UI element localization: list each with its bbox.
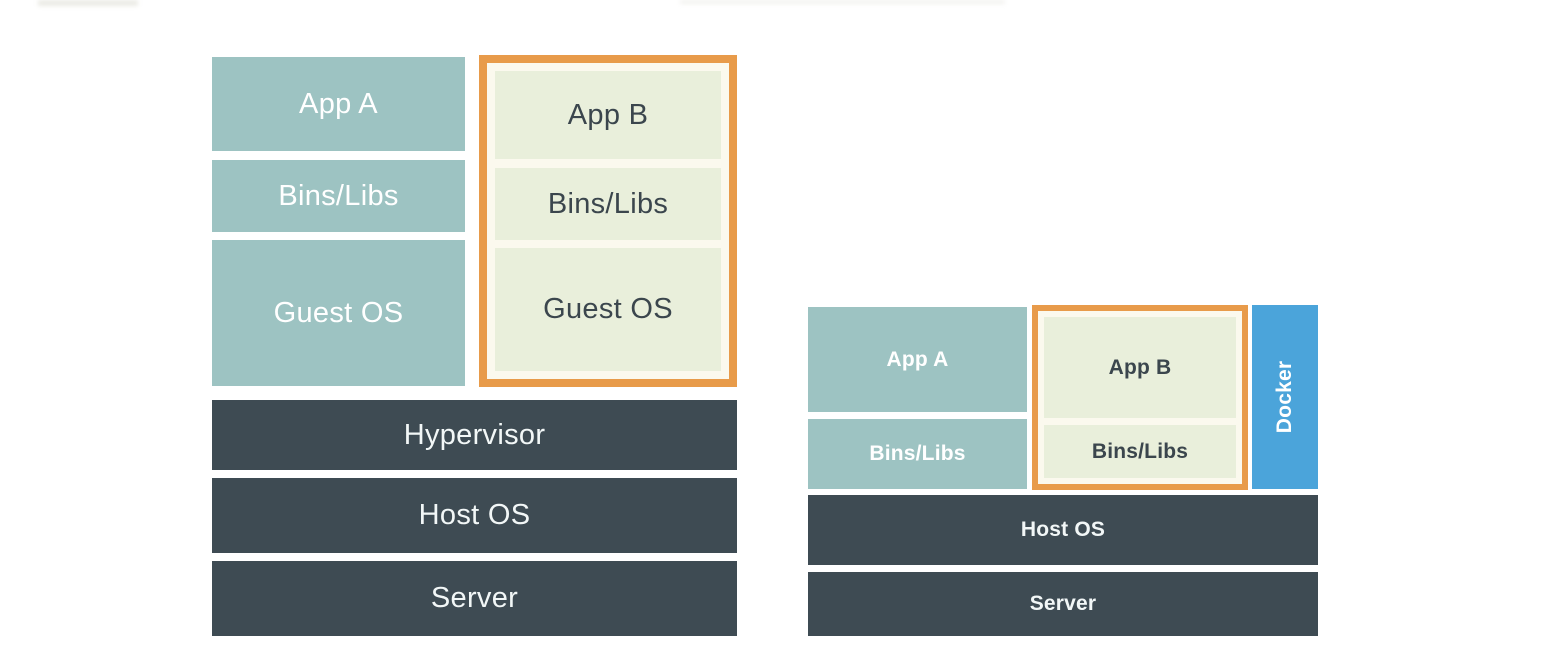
docker-label: Docker — [1273, 360, 1296, 434]
docker-engine-layer: Docker — [1252, 305, 1318, 489]
hypervisor-label: Hypervisor — [403, 418, 546, 451]
vm-b-bins-libs-layer: Bins/Libs — [495, 168, 721, 240]
container-b-bins-libs-layer: Bins/Libs — [1044, 425, 1236, 478]
vm-host-os-layer: Host OS — [212, 478, 737, 553]
container-a-bins-libs-label: Bins/Libs — [869, 442, 966, 465]
vm-server-layer: Server — [212, 561, 737, 636]
hypervisor-layer: Hypervisor — [212, 400, 737, 470]
vm-a-guest-os-label: Guest OS — [273, 296, 404, 329]
docker-server-layer: Server — [808, 572, 1318, 636]
docker-host-os-layer: Host OS — [808, 495, 1318, 565]
vm-server-label: Server — [430, 582, 519, 614]
docker-host-os-label: Host OS — [1020, 518, 1106, 541]
vm-b-guest-os-label: Guest OS — [543, 293, 673, 325]
vm-b-guest-os-layer: Guest OS — [495, 248, 721, 371]
vm-a-guest-os-layer: Guest OS — [212, 240, 465, 386]
container-a-app-label: App A — [886, 347, 949, 371]
vm-b-app-layer: App B — [495, 71, 721, 159]
docker-server-label: Server — [1029, 592, 1097, 615]
container-b-app-label: App B — [1108, 355, 1172, 379]
container-a-bins-libs-layer: Bins/Libs — [808, 419, 1027, 489]
cropped-text-artifact — [38, 0, 138, 6]
container-a-app-layer: App A — [808, 307, 1027, 412]
container-b-bins-libs-label: Bins/Libs — [1091, 439, 1189, 463]
vm-a-app-layer: App A — [212, 57, 465, 151]
vm-a-bins-libs-layer: Bins/Libs — [212, 160, 465, 232]
container-b-highlight-box: App B Bins/Libs — [1032, 305, 1248, 490]
vm-a-bins-libs-label: Bins/Libs — [278, 179, 399, 212]
vm-b-app-label: App B — [567, 98, 649, 131]
vm-b-highlight-box: App B Bins/Libs Guest OS — [479, 55, 737, 387]
vm-host-os-label: Host OS — [418, 499, 531, 531]
container-b-app-layer: App B — [1044, 317, 1236, 418]
vm-b-bins-libs-label: Bins/Libs — [547, 187, 669, 220]
vm-a-app-label: App A — [299, 87, 378, 120]
cropped-text-artifact — [680, 0, 1005, 4]
